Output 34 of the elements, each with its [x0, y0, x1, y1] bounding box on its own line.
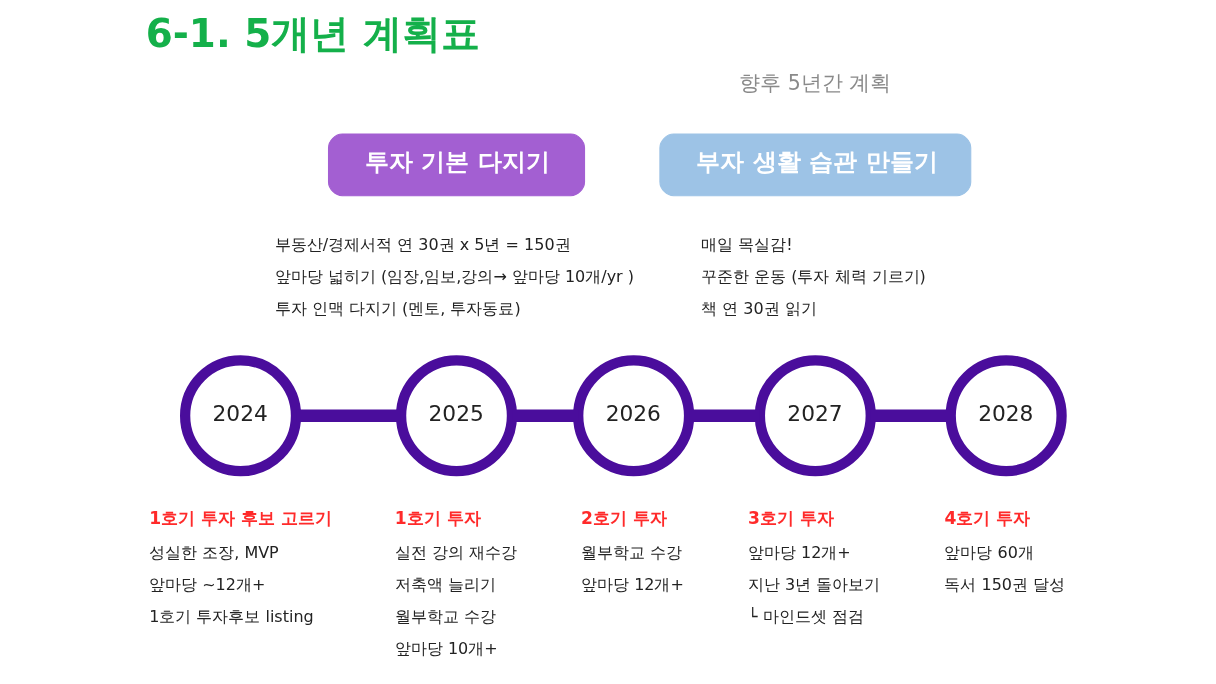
node-label: 부동산/경제서적 연 30권 x 5년 = 150권 — [274, 235, 571, 255]
diagram-title: 6-1. 5개년 계획표 — [145, 11, 480, 57]
node-label: 월부학교 수강 — [580, 542, 682, 562]
node-label: 2호기 투자 — [580, 508, 667, 529]
node-label: 4호기 투자 — [943, 508, 1030, 529]
node-box: 부자 생활 습관 만들기 — [658, 133, 971, 197]
node-label: 1호기 투자 — [394, 508, 481, 529]
node-label: 독서 150권 달성 — [943, 574, 1065, 594]
node-label: 투자 인맥 다지기 (멘토, 투자동료) — [274, 299, 521, 319]
node-label: 책 연 30권 읽기 — [700, 299, 817, 319]
node-label: 1호기 투자 후보 고르기 — [148, 508, 332, 529]
node-label: └ 마인드셋 점검 — [747, 606, 864, 626]
node-label: 성실한 조장, MVP — [148, 542, 279, 562]
node-circle: 2027 — [754, 355, 876, 477]
node-label: 월부학교 수강 — [394, 606, 496, 626]
node-label: 앞마당 60개 — [943, 542, 1034, 562]
node-label: 저축액 늘리기 — [394, 574, 496, 594]
node-label: 3호기 투자 — [747, 508, 834, 529]
node-circle: 2028 — [945, 355, 1067, 477]
node-box: 투자 기본 다지기 — [327, 133, 585, 197]
node-label: 1호기 투자후보 listing — [148, 606, 314, 626]
node-label: 매일 목실감! — [700, 235, 793, 255]
node-label: 앞마당 10개+ — [394, 638, 498, 658]
node-label: 앞마당 12개+ — [580, 574, 684, 594]
node-label: 실전 강의 재수강 — [394, 542, 517, 562]
node-circle: 2025 — [395, 355, 517, 477]
node-label: 꾸준한 운동 (투자 체력 기르기) — [700, 267, 926, 287]
node-label: 앞마당 넓히기 (임장,임보,강의→ 앞마당 10개/yr ) — [274, 267, 634, 287]
node-label: 앞마당 12개+ — [747, 542, 851, 562]
node-label: 지난 3년 돌아보기 — [747, 574, 880, 594]
node-circle: 2026 — [572, 355, 694, 477]
node-label: 앞마당 ~12개+ — [148, 574, 265, 594]
label: 향후 5년간 계획 — [738, 70, 891, 95]
node-circle: 2024 — [179, 355, 301, 477]
